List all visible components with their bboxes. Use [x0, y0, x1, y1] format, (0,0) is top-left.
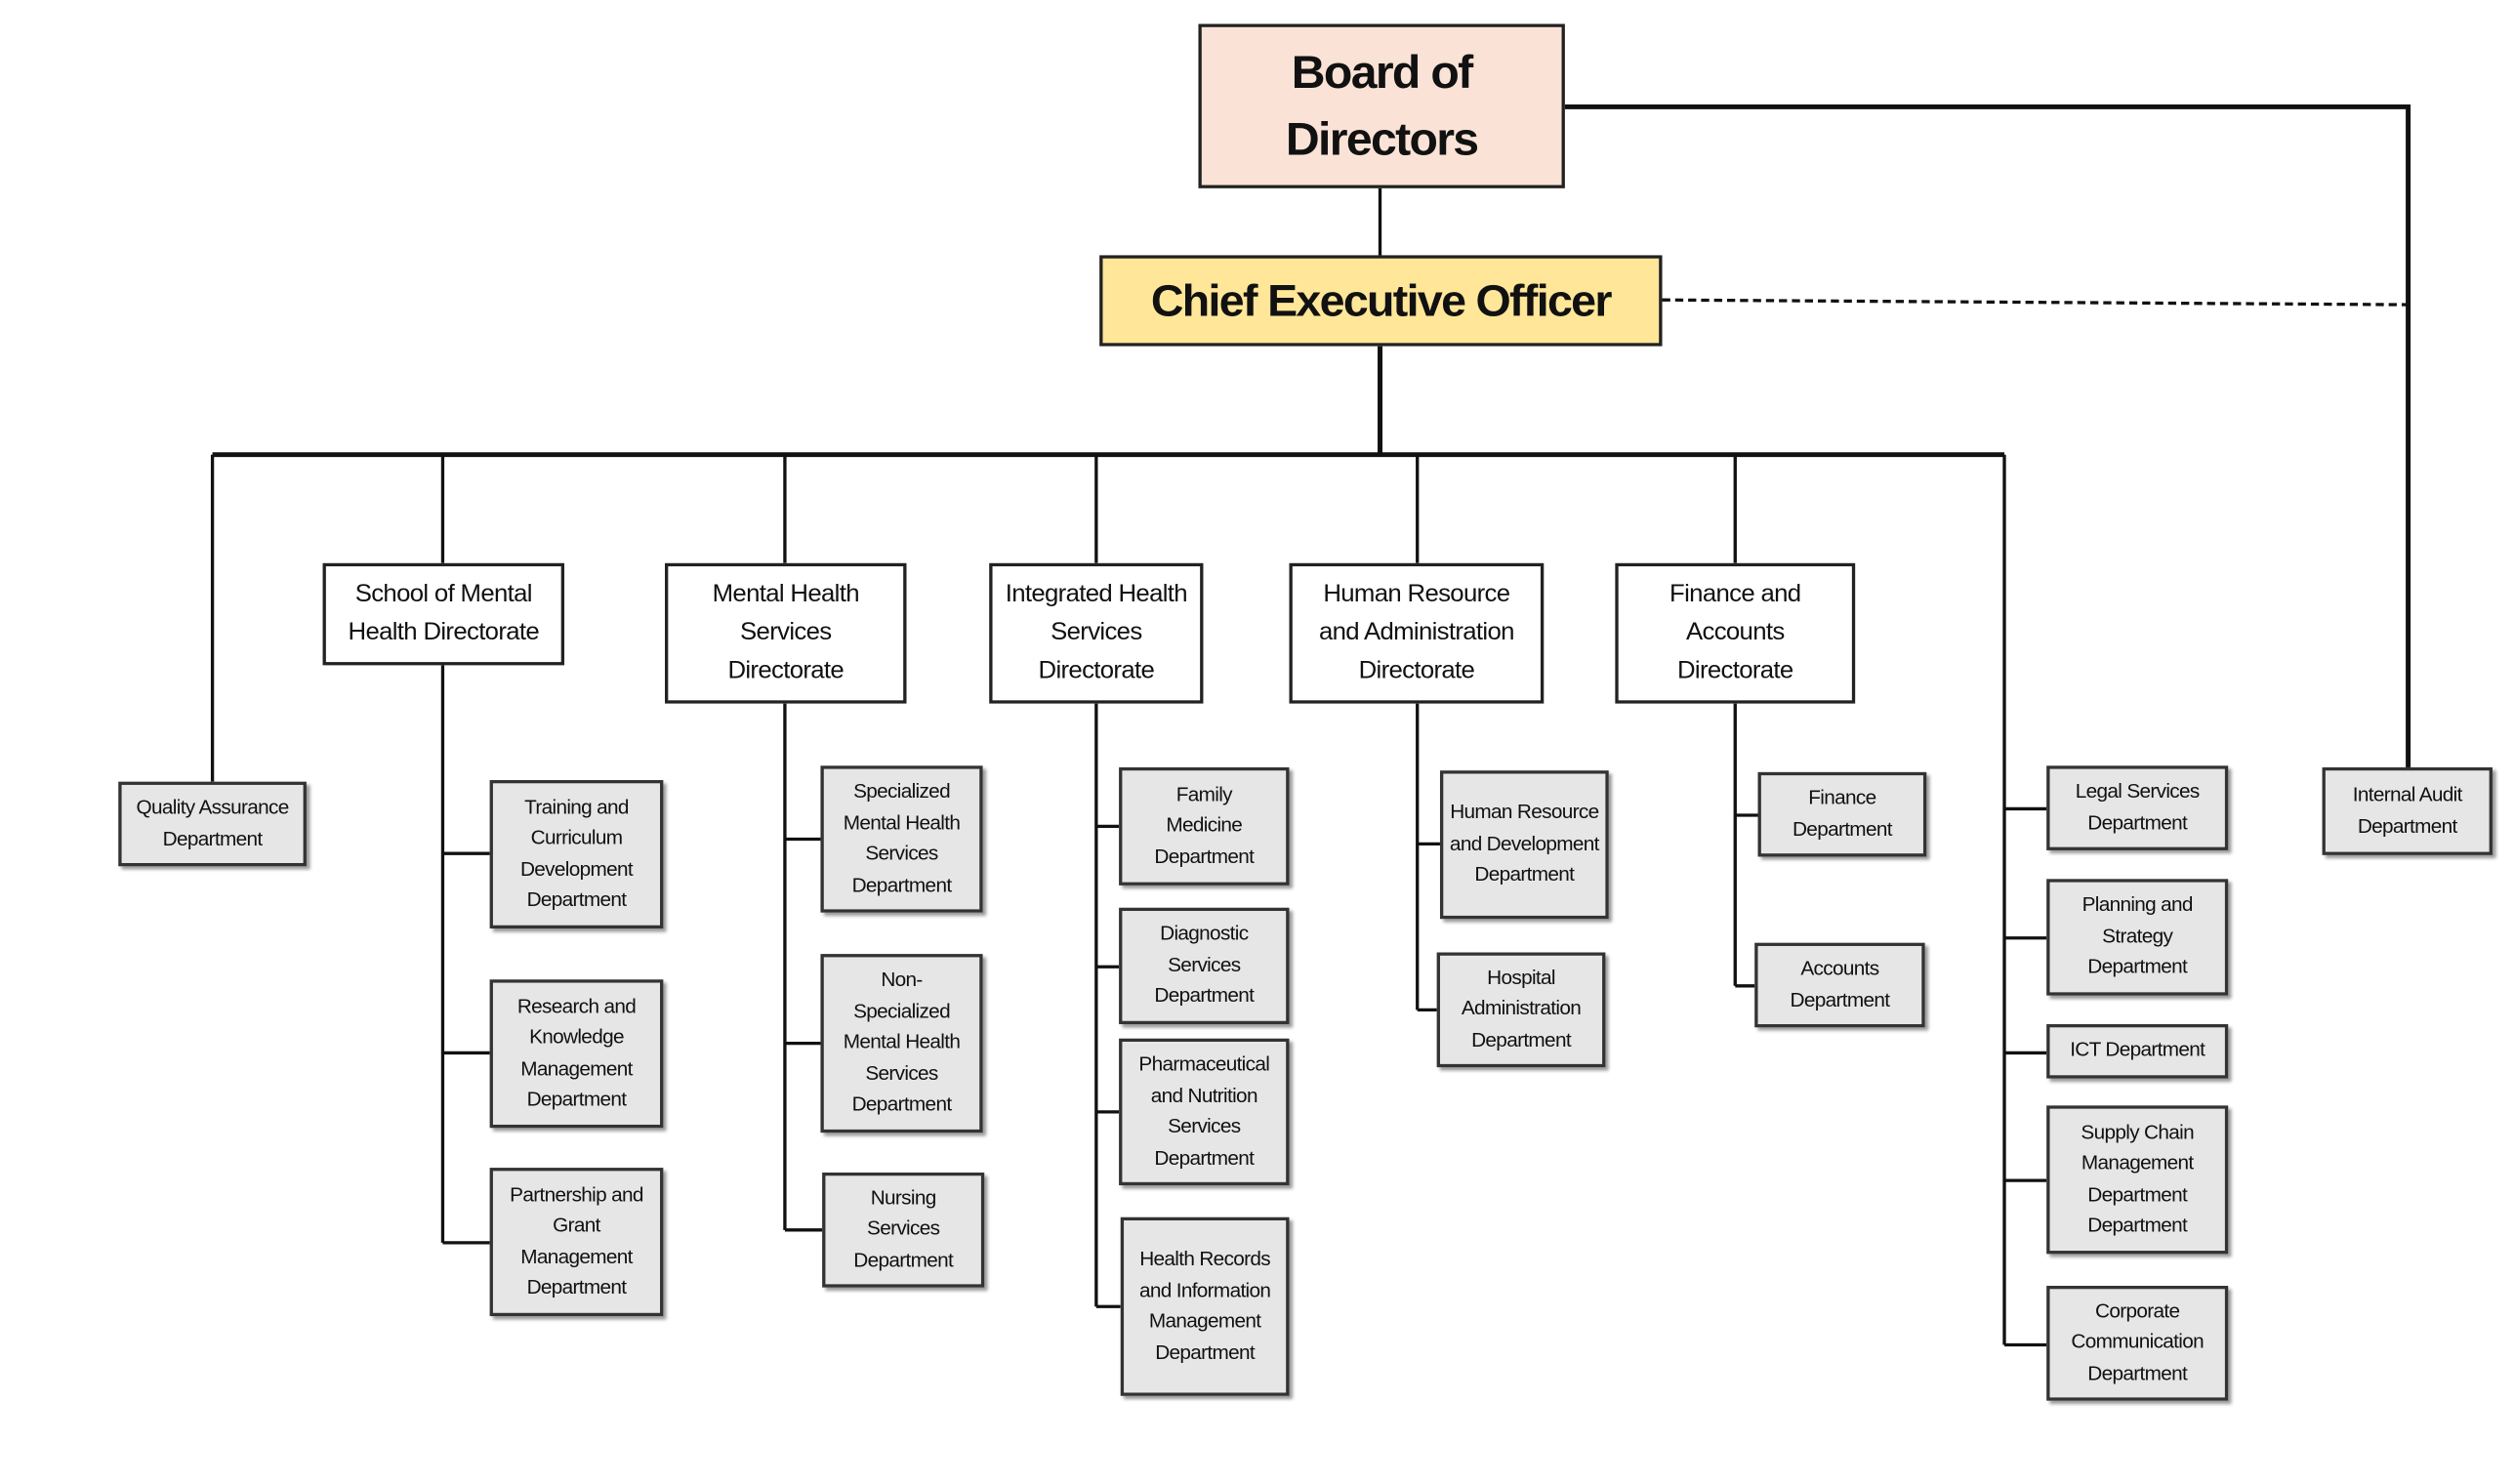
dept-label: Human Resource and Development Departmen… [1449, 801, 1599, 886]
board-of-directors-box: Board of Directors [1198, 23, 1565, 188]
department-box: Partnership and Grant Management Departm… [489, 1168, 664, 1317]
directorate-integrated-health-services: Integrated Health Services Directorate [989, 562, 1204, 704]
ceo-label: Chief Executive Officer [1150, 274, 1613, 325]
directorate-mental-health-services: Mental Health Services Directorate [665, 562, 907, 704]
department-box: ICT Department [2046, 1024, 2229, 1079]
directorate-label: Finance and Accounts Directorate [1669, 580, 1801, 684]
dept-label: Training and Curriculum Development Depa… [519, 795, 634, 912]
dept-label: Hospital Administration Department [1461, 966, 1582, 1051]
department-box: Legal Services Department [2046, 765, 2229, 850]
dept-label: Health Records and Information Managemen… [1138, 1247, 1271, 1364]
ceo-audit-dotted-line [1662, 298, 2409, 307]
dept-label: Supply Chain Management Department Depar… [2081, 1120, 2194, 1237]
directorate-label: School of Mental Health Directorate [348, 580, 540, 646]
dept-label: Partnership and Grant Management Departm… [510, 1182, 643, 1299]
department-box: Human Resource and Development Departmen… [1439, 770, 1609, 920]
directorate-finance-accounts: Finance and Accounts Directorate [1615, 562, 1856, 704]
department-box: Pharmaceutical and Nutrition Services De… [1119, 1038, 1290, 1186]
department-box: Accounts Department [1754, 942, 1925, 1028]
internal-audit-box: Internal Audit Department [2322, 766, 2493, 855]
dept-label: Pharmaceutical and Nutrition Services De… [1138, 1052, 1270, 1169]
ceo-box: Chief Executive Officer [1099, 255, 1663, 347]
department-box: Planning and Strategy Department [2046, 879, 2229, 996]
dept-label: ICT Department [2070, 1039, 2205, 1062]
department-box: Corporate Communication Department [2046, 1286, 2229, 1401]
dept-label: Nursing Services Department [853, 1186, 954, 1271]
department-box: Health Records and Information Managemen… [1120, 1216, 1290, 1396]
directorate-label: Mental Health Services Directorate [712, 580, 860, 684]
dept-label: Finance Department [1792, 786, 1893, 841]
dept-label: Planning and Strategy Department [2081, 893, 2194, 979]
department-box: Non-Specialized Mental Health Services D… [820, 954, 983, 1134]
department-box: Specialized Mental Health Services Depar… [820, 765, 983, 913]
dept-label: Internal Audit Department [2352, 783, 2463, 838]
department-box: Nursing Services Department [822, 1172, 985, 1288]
dept-label: Accounts Department [1790, 957, 1890, 1011]
department-box: Hospital Administration Department [1436, 952, 1606, 1068]
directorate-label: Integrated Health Services Directorate [1005, 580, 1188, 684]
dept-label: Corporate Communication Department [2071, 1299, 2205, 1384]
directorate-school-of-mental-health: School of Mental Health Directorate [322, 562, 565, 666]
board-audit-line [1564, 104, 2411, 767]
department-box: Diagnostic Services Department [1119, 907, 1290, 1025]
dept-label: Quality Assurance Department [136, 796, 290, 850]
board-label: Board of Directors [1285, 47, 1479, 166]
dept-label: Diagnostic Services Department [1154, 922, 1255, 1008]
dept-label: Family Medicine Department [1154, 782, 1255, 868]
department-box: Supply Chain Management Department Depar… [2046, 1105, 2229, 1255]
dept-label: Specialized Mental Health Services Depar… [843, 780, 961, 896]
directorate-human-resource: Human Resource and Administration Direct… [1289, 562, 1545, 704]
dept-label: Research and Knowledge Management Depart… [516, 994, 637, 1111]
directorate-label: Human Resource and Administration Direct… [1318, 580, 1515, 684]
department-box: Research and Knowledge Management Depart… [489, 979, 664, 1129]
department-box: Finance Department [1757, 771, 1927, 857]
quality-assurance-box: Quality Assurance Department [118, 781, 307, 867]
dept-label: Non-Specialized Mental Health Services D… [843, 969, 961, 1116]
department-box: Family Medicine Department [1119, 766, 1290, 886]
department-box: Training and Curriculum Development Depa… [489, 780, 664, 928]
dept-label: Legal Services Department [2075, 780, 2201, 834]
